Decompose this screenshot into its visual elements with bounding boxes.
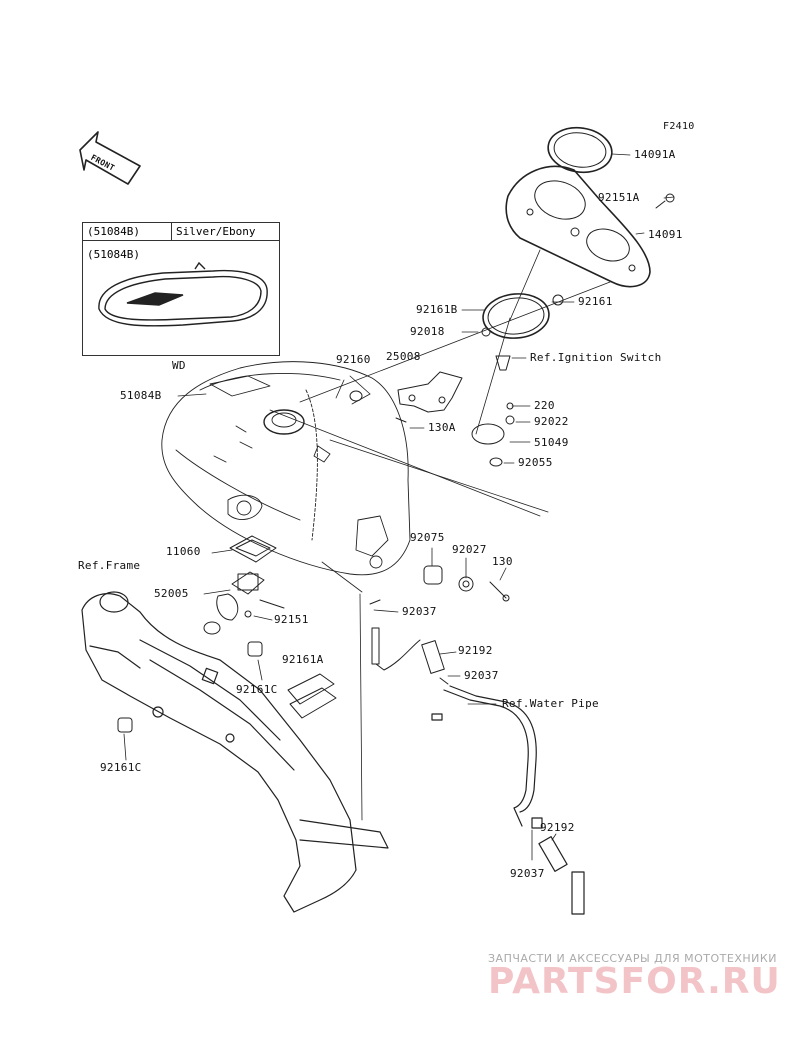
callout-92192-a: 92192 bbox=[458, 644, 493, 657]
callout-92037-b: 92037 bbox=[464, 669, 499, 682]
callout-14091a: 14091A bbox=[634, 148, 676, 161]
water-pipe bbox=[431, 685, 585, 915]
callout-leaders bbox=[123, 153, 675, 861]
watermark-brand: PARTSFOR.RU bbox=[488, 961, 781, 1002]
callout-92075: 92075 bbox=[410, 531, 445, 544]
callout-92161a: 92161A bbox=[282, 653, 324, 666]
callout-51084b: 51084B bbox=[120, 389, 162, 402]
callout-92161c-b: 92161C bbox=[100, 761, 142, 774]
pad-92161a bbox=[287, 673, 337, 719]
collar-92027 bbox=[458, 576, 474, 592]
leader-lines bbox=[269, 249, 611, 821]
meter-bezel bbox=[482, 293, 550, 339]
callout-92027: 92027 bbox=[452, 543, 487, 556]
legend-code: (51084B) bbox=[87, 225, 140, 238]
callout-52005: 52005 bbox=[154, 587, 189, 600]
callout-92161: 92161 bbox=[578, 295, 613, 308]
figure-id: F2410 bbox=[663, 121, 695, 132]
nut-92018 bbox=[481, 327, 491, 337]
front-arrow-icon bbox=[79, 131, 141, 185]
bushing-92075 bbox=[423, 565, 443, 585]
callout-92151: 92151 bbox=[274, 613, 309, 626]
bracket-25008 bbox=[395, 371, 463, 423]
frame bbox=[81, 591, 389, 913]
callout-130: 130 bbox=[492, 555, 513, 568]
callout-92161b: 92161B bbox=[416, 303, 458, 316]
callout-92037-c: 92037 bbox=[510, 867, 545, 880]
callout-92018: 92018 bbox=[410, 325, 445, 338]
hose-assembly bbox=[369, 599, 449, 685]
fuel-pump bbox=[203, 535, 285, 635]
callout-ref-ignition-switch: Ref.Ignition Switch bbox=[530, 351, 662, 364]
callout-14091: 14091 bbox=[648, 228, 683, 241]
callout-220: 220 bbox=[534, 399, 555, 412]
variant-note: WD bbox=[172, 359, 186, 372]
callout-ref-water-pipe: Ref.Water Pipe bbox=[502, 697, 599, 710]
legend-divider bbox=[171, 223, 172, 240]
legend-row: (51084B) Silver/Ebony bbox=[83, 223, 279, 241]
screw-92151a bbox=[655, 193, 675, 209]
callout-92161c-a: 92161C bbox=[236, 683, 278, 696]
callout-92192-b: 92192 bbox=[540, 821, 575, 834]
callout-51049: 51049 bbox=[534, 436, 569, 449]
legend-color: Silver/Ebony bbox=[176, 225, 256, 238]
meter-cover bbox=[505, 165, 651, 288]
legend-variant-code: (51084B) bbox=[87, 248, 140, 261]
ignition-cap bbox=[471, 355, 515, 467]
tank-emblem-drawing bbox=[98, 261, 268, 327]
grommet-92160 bbox=[349, 390, 363, 402]
callout-92037-a: 92037 bbox=[402, 605, 437, 618]
watermark-tagline: ЗАПЧАСТИ И АКСЕССУАРЫ ДЛЯ МОТОТЕХНИКИ bbox=[488, 952, 777, 965]
callout-92022: 92022 bbox=[534, 415, 569, 428]
callout-25008: 25008 bbox=[386, 350, 421, 363]
bolt-130 bbox=[489, 581, 510, 602]
callout-130a: 130A bbox=[428, 421, 456, 434]
callout-92055: 92055 bbox=[518, 456, 553, 469]
callout-ref-frame: Ref.Frame bbox=[78, 559, 141, 572]
callout-92160: 92160 bbox=[336, 353, 371, 366]
callout-92151a: 92151A bbox=[598, 191, 640, 204]
fuel-tank bbox=[161, 361, 411, 576]
meter-gasket-ring bbox=[547, 126, 613, 174]
rubber-92161c bbox=[117, 641, 263, 733]
color-legend: (51084B) Silver/Ebony (51084B) bbox=[82, 222, 280, 356]
callout-11060: 11060 bbox=[166, 545, 201, 558]
